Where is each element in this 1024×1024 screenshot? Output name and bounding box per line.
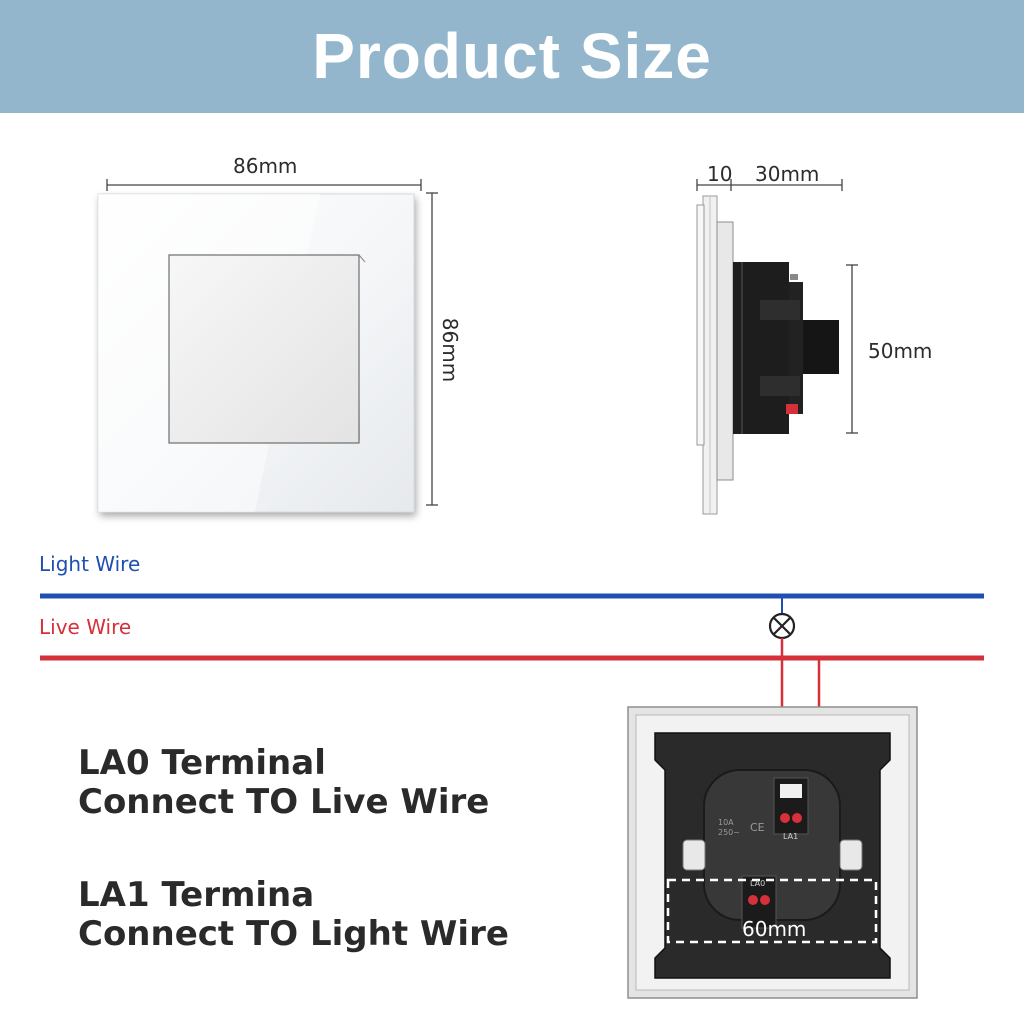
back-view	[627, 706, 918, 999]
front-height-label: 86mm	[438, 317, 463, 383]
plate-depth-label: 10	[707, 162, 733, 186]
la1-title: LA1 Termina	[78, 875, 315, 915]
front-width-label: 86mm	[233, 154, 298, 178]
rating-mark-ce: CE	[750, 821, 765, 834]
mount-width-label: 60mm	[742, 917, 807, 941]
body-height-label: 50mm	[868, 339, 933, 363]
la0-description: Connect TO Live Wire	[78, 782, 490, 822]
live-wire-label: Live Wire	[39, 615, 132, 639]
terminal-mark-la0: LA0	[750, 879, 766, 888]
rocker-key	[168, 254, 360, 444]
side-depth-dimension	[696, 179, 843, 191]
side-view	[696, 179, 858, 515]
front-width-dimension	[106, 179, 422, 191]
mount-width-indicator	[666, 878, 878, 944]
front-view	[97, 179, 438, 513]
la0-title: LA0 Terminal	[78, 743, 326, 783]
la1-description: Connect TO Light Wire	[78, 914, 509, 954]
switch-mechanism	[733, 262, 839, 434]
rating-mark-current: 10A	[718, 818, 734, 827]
terminal-mark-la1: LA1	[783, 832, 799, 841]
side-height-dimension	[846, 264, 858, 434]
header-banner	[0, 0, 1024, 113]
rating-mark-voltage: 250~	[718, 828, 740, 837]
lamp-icon	[768, 612, 796, 640]
page-title: Product Size	[312, 20, 712, 92]
body-depth-label: 30mm	[755, 162, 820, 186]
light-wire-label: Light Wire	[39, 552, 141, 576]
front-height-dimension	[426, 192, 438, 506]
